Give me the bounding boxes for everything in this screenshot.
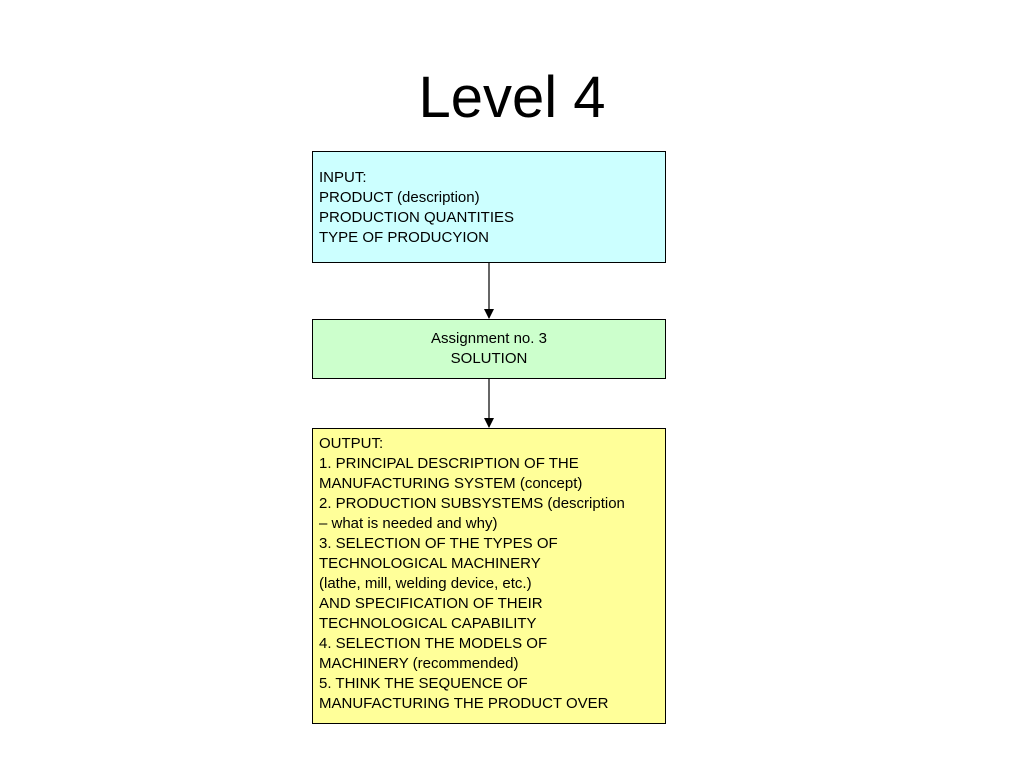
output-line: TECHNOLOGICAL MACHINERY [319, 555, 541, 572]
output-line: 4. SELECTION THE MODELS OF [319, 635, 548, 652]
output-line: AND SPECIFICATION OF THEIR [319, 595, 543, 612]
input-line: PRODUCT (description) [319, 189, 480, 206]
output-line: MANUFACTURING THE PRODUCT OVER [319, 695, 609, 712]
output-line: 3. SELECTION OF THE TYPES OF [319, 535, 558, 552]
solution-line: SOLUTION [450, 350, 528, 367]
solution-line: Assignment no. 3 [431, 330, 547, 347]
output-box: OUTPUT: 1. PRINCIPAL DESCRIPTION OF THE … [312, 428, 666, 724]
output-line: OUTPUT: [319, 435, 384, 452]
output-line: 5. THINK THE SEQUENCE OF [319, 675, 528, 692]
input-box: INPUT: PRODUCT (description) PRODUCTION … [312, 151, 666, 263]
output-line: 1. PRINCIPAL DESCRIPTION OF THE [319, 455, 579, 472]
input-line: TYPE OF PRODUCYION [319, 229, 490, 246]
solution-box: Assignment no. 3 SOLUTION [312, 319, 666, 379]
input-line: PRODUCTION QUANTITIES [319, 209, 515, 226]
input-line: INPUT: [319, 169, 367, 186]
output-line: MACHINERY (recommended) [319, 655, 519, 672]
output-line: (lathe, mill, welding device, etc.) [319, 575, 532, 592]
output-line: 2. PRODUCTION SUBSYSTEMS (description [319, 495, 625, 512]
output-line: TECHNOLOGICAL CAPABILITY [319, 615, 537, 632]
output-line: – what is needed and why) [319, 515, 498, 532]
page-title: Level 4 [418, 65, 606, 130]
output-line: MANUFACTURING SYSTEM (concept) [319, 475, 583, 492]
